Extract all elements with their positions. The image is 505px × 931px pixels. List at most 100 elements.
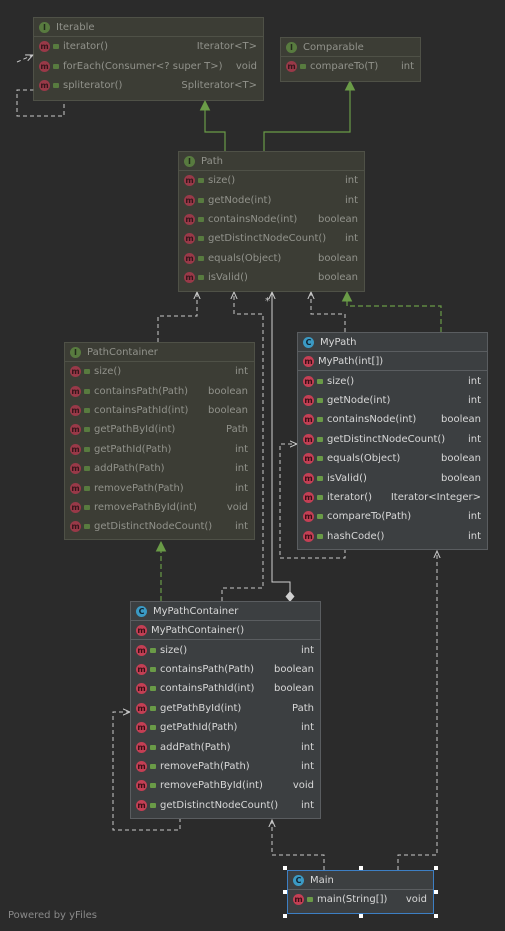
method-icon: m [303,433,314,445]
method-icon: m [303,530,314,542]
method-icon: m [184,272,195,284]
method-icon: m [70,366,81,378]
member-type: int [467,433,481,445]
edge-main-uses-mypathcontainer [272,820,325,870]
member-type: int [344,194,358,206]
selection-handle[interactable] [434,890,438,894]
member-name: getNode(int) [327,394,391,406]
member-name: hashCode() [327,530,385,542]
member-name: spliterator() [63,79,123,91]
edge-mypath-uses-path [311,292,346,332]
public-lock-icon [53,44,59,50]
selection-handle[interactable] [359,914,363,918]
member-type: int [234,366,248,378]
class-mypathcontainer-constructor: m MyPathContainer() [131,621,320,641]
selection-handle[interactable] [434,914,438,918]
public-lock-icon [317,378,323,384]
member-name: isValid() [208,272,248,284]
public-lock-icon [317,514,323,520]
member-type: int [400,61,414,73]
edge-mypathcontainer-aggregates-path [272,292,290,601]
member-name: removePathById(int) [160,780,263,792]
method-icon: m [136,780,147,792]
class-icon: C [293,874,304,886]
public-lock-icon [53,63,59,69]
selection-handle[interactable] [283,866,287,870]
edge-iterable-self-arrow [16,55,33,63]
member-name: equals(Object) [327,453,401,465]
member-type: boolean [208,385,248,397]
member-type: void [235,60,257,72]
member-name: getPathById(int) [160,702,242,714]
watermark: Powered by yFiles [8,910,97,921]
class-comparable-header: I Comparable [281,38,420,57]
method-icon: m [293,894,304,906]
member-type: boolean [274,683,314,695]
selection-handle[interactable] [283,890,287,894]
public-lock-icon [150,705,156,711]
constructor-name: MyPathContainer() [151,624,245,636]
class-iterable-header: I Iterable [34,18,263,37]
member-name: containsPath(Path) [160,663,255,675]
method-icon: m [303,375,314,387]
selection-handle[interactable] [359,866,363,870]
member-name: compareTo(T) [310,61,379,73]
member-type: int [467,394,481,406]
method-icon: m [136,741,147,753]
member-type: int [234,443,248,455]
selection-handle[interactable] [434,866,438,870]
public-lock-icon [150,666,156,672]
public-lock-icon [198,236,204,242]
selection-handle[interactable] [283,914,287,918]
member-name: size() [160,644,188,656]
method-icon: m [70,385,81,397]
member-type: Path [226,424,248,436]
